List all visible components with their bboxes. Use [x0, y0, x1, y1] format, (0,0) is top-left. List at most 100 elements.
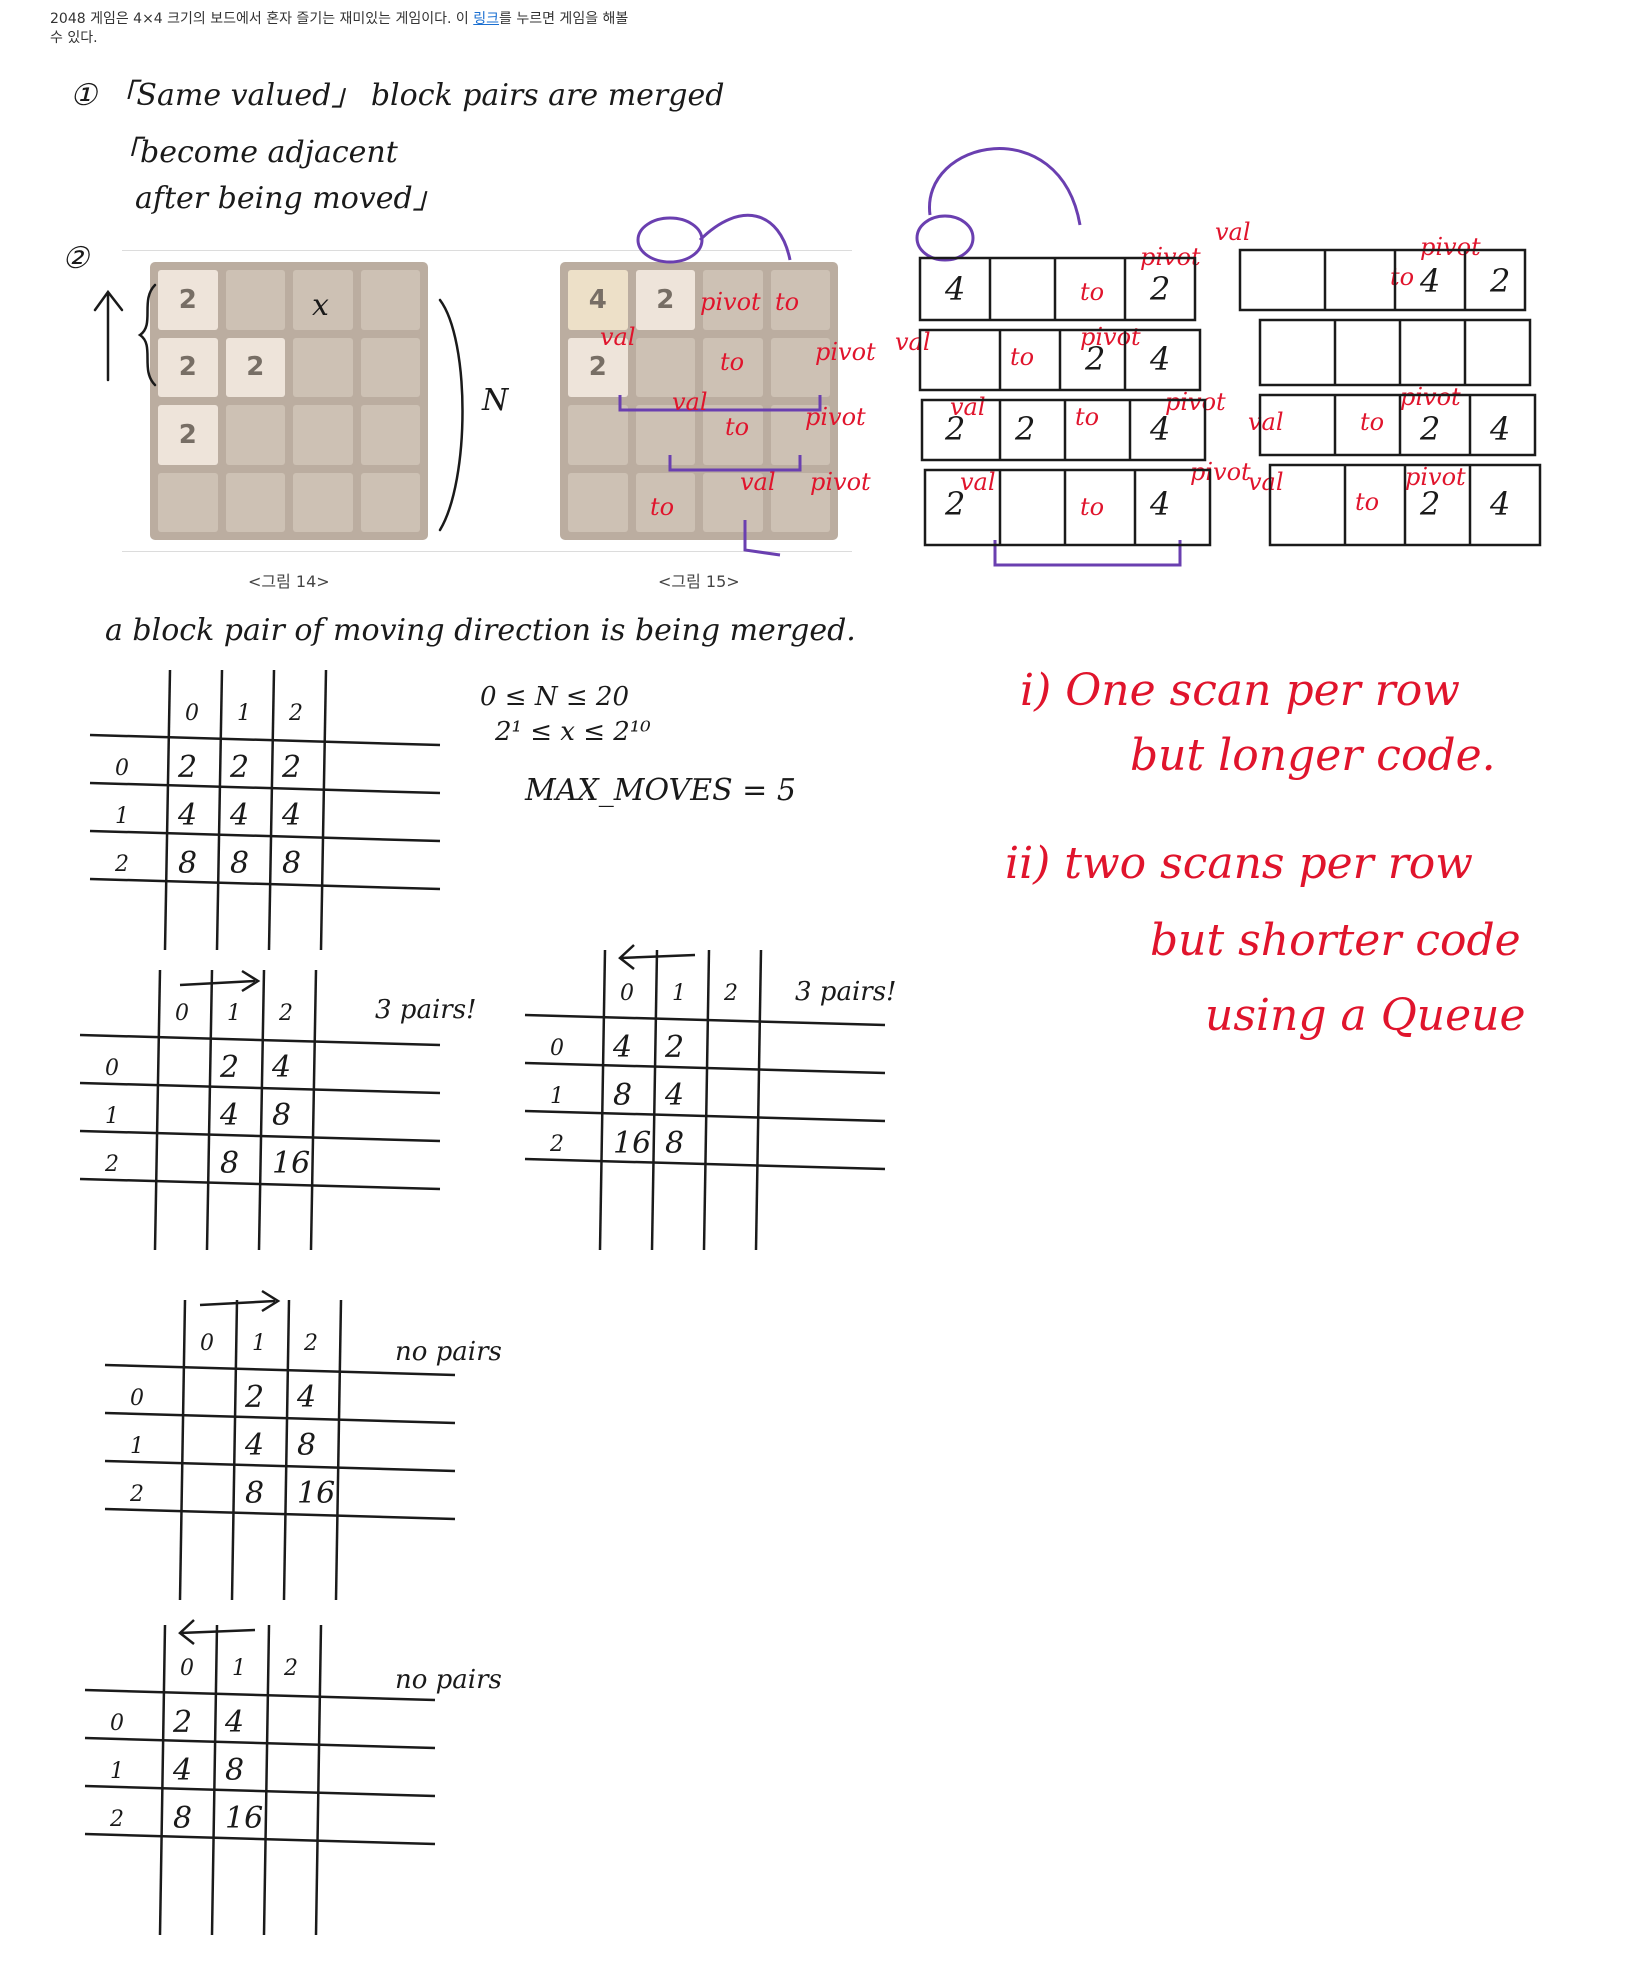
svg-text:val: val	[1248, 468, 1284, 496]
board-cell	[293, 405, 353, 465]
board-cell	[635, 405, 695, 465]
svg-text:pivot: pivot	[805, 403, 866, 431]
board-cell	[703, 472, 763, 532]
svg-text:val: val	[895, 328, 931, 356]
grid-stroke	[178, 1299, 187, 1601]
grid-row-label: 2	[114, 852, 129, 877]
grid-row-label: 1	[105, 1104, 119, 1129]
grid-row-label: 0	[115, 756, 129, 781]
grid-cell-value: 2	[229, 750, 249, 785]
grid-stroke	[84, 1832, 436, 1846]
grid-stroke	[104, 1507, 456, 1521]
svg-text:val: val	[960, 468, 996, 496]
grid-row-label: 1	[110, 1759, 124, 1784]
grid-cell-value: 2	[172, 1705, 192, 1740]
grid-stroke	[89, 781, 441, 795]
sketch-value: 2	[1014, 410, 1035, 448]
grid-stroke	[89, 877, 441, 891]
grid-cell-value: 4	[664, 1078, 684, 1113]
grid-header: 0	[200, 1331, 214, 1356]
grid-stroke	[282, 1299, 291, 1601]
grid-row-label: 1	[550, 1084, 564, 1109]
board-cell	[635, 472, 695, 532]
caption-figure-15: <그림 15>	[658, 572, 740, 591]
grid-stroke	[89, 829, 441, 843]
grid-stroke	[267, 669, 276, 951]
red-labels: pivot to val to pivot val to pivot val t…	[600, 218, 1481, 521]
note-1: ① 「Same valued」 block pairs are merged	[70, 78, 724, 113]
grid-header: 2	[283, 1656, 298, 1681]
grid-header: 0	[620, 981, 634, 1006]
board-cell	[293, 472, 353, 532]
svg-text:val: val	[672, 388, 708, 416]
grid-stroke	[84, 1736, 436, 1750]
grid-row-label: 0	[550, 1036, 564, 1061]
sketch-value: 2	[944, 485, 965, 523]
grid-stroke	[319, 669, 328, 951]
arrow-right-icon	[179, 969, 261, 993]
grid-header: 2	[288, 701, 303, 726]
grid-cell-value: 8	[178, 846, 197, 881]
sketch-value: 4	[1149, 340, 1170, 378]
sketch-value: 4	[1149, 410, 1170, 448]
grid-cell-value: 8	[665, 1126, 684, 1161]
grid-cell-value: 16	[225, 1801, 263, 1836]
sketch-value: 2	[1149, 270, 1170, 308]
grid-cell-value: 8	[272, 1098, 291, 1133]
grid-stroke	[84, 1784, 436, 1798]
grid-stroke	[524, 1109, 886, 1123]
board-cell: 2	[158, 337, 218, 397]
sketch-value: 2	[1489, 262, 1510, 300]
grid-stroke	[163, 669, 172, 951]
constraint-1: 0 ≤ N ≤ 20	[480, 682, 629, 712]
board-cell	[770, 472, 830, 532]
constraint-2: 2¹ ≤ x ≤ 2¹⁰	[494, 717, 651, 747]
board-cell: 2	[568, 337, 628, 397]
intro-link[interactable]: 링크	[473, 11, 500, 27]
grid-stroke	[79, 1033, 441, 1047]
svg-text:to: to	[725, 413, 749, 441]
grid-cell-value: 16	[613, 1126, 651, 1161]
purple-arrow-strokes	[618, 147, 1182, 567]
grid-stroke	[262, 1624, 271, 1936]
grid-cell-value: 4	[224, 1705, 244, 1740]
board-cell	[293, 270, 353, 330]
svg-text:to: to	[1080, 278, 1104, 306]
board-cell	[158, 472, 218, 532]
grid-stroke	[702, 949, 711, 1251]
grid-cell-value: 8	[297, 1428, 316, 1463]
svg-text:to: to	[1010, 343, 1034, 371]
grid-stroke	[650, 949, 659, 1251]
svg-text:pivot: pivot	[700, 288, 761, 316]
svg-text:to: to	[1390, 263, 1414, 291]
arrow-left-icon	[618, 944, 696, 970]
option-1b: but longer code.	[1130, 730, 1496, 781]
grid-header: 1	[252, 1331, 266, 1356]
grid-row-label: 1	[130, 1434, 144, 1459]
black-ink-strokes	[93, 283, 464, 532]
note-1b: 「become adjacent	[110, 135, 399, 170]
svg-text:to: to	[1075, 403, 1099, 431]
board-cell	[360, 337, 420, 397]
grid-cell-value: 4	[244, 1428, 264, 1463]
grid-cell-value: 8	[173, 1801, 192, 1836]
board-cell	[293, 337, 353, 397]
figure-panel	[122, 250, 852, 552]
board-cell	[568, 405, 628, 465]
grid-stroke	[79, 1177, 441, 1191]
grid-cell-value: 4	[172, 1753, 192, 1788]
grid-header: 1	[227, 1001, 241, 1026]
sketch-value: 2	[1419, 410, 1440, 448]
board-cell	[225, 472, 285, 532]
option-2a: ii) two scans per row	[1005, 838, 1473, 889]
intro-paragraph: 2048 게임은 4×4 크기의 보드에서 혼자 즐기는 재미있는 게임이다. …	[50, 10, 630, 48]
grid-row-label: 1	[115, 804, 129, 829]
board-cell	[360, 405, 420, 465]
constraint-3: MAX_MOVES = 5	[524, 773, 796, 808]
grid-cell-value: 2	[244, 1380, 264, 1415]
grid-stroke	[89, 733, 441, 747]
